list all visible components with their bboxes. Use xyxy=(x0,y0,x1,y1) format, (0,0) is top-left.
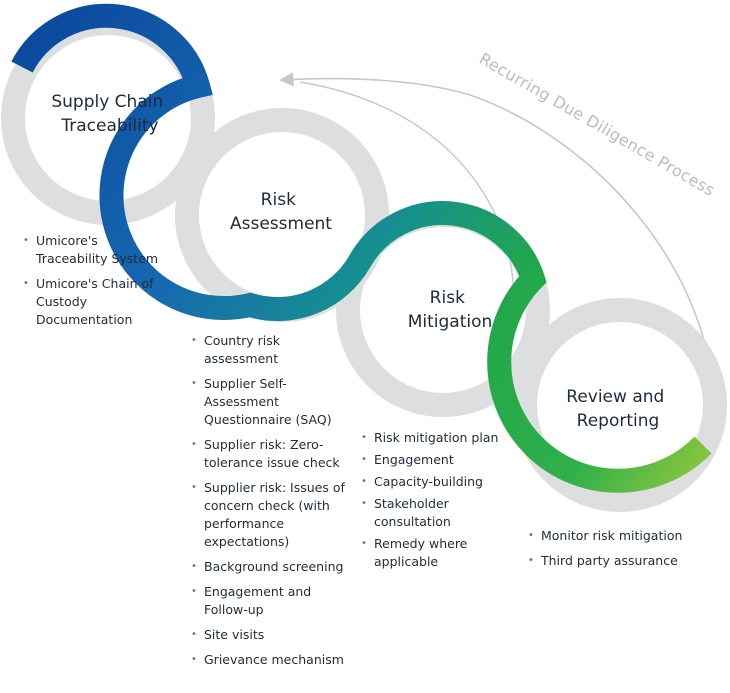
stage-title-traceability: Supply Chain Traceability xyxy=(51,92,168,136)
stage-title-mitigation: Risk Mitigation xyxy=(408,288,493,332)
bullet-item: Engagement and Follow-up xyxy=(191,583,351,619)
bullet-item: Capacity-building xyxy=(361,473,511,491)
stage-title-line: Reporting xyxy=(577,411,660,431)
bullet-item: Supplier risk: Zero-tolerance issue chec… xyxy=(191,436,351,472)
assessment-bullet-list: Country risk assessmentSupplier Self-Ass… xyxy=(191,332,351,676)
bullet-item: Background screening xyxy=(191,558,351,576)
bullet-item: Supplier risk: Issues of concern check (… xyxy=(191,479,351,551)
recurring-process-label: Recurring Due Diligence Process xyxy=(476,49,718,200)
bullet-item: Supplier Self-Assessment Questionnaire (… xyxy=(191,375,351,429)
stage-title-line: Mitigation xyxy=(408,312,493,332)
bullet-item: Stakeholder consultation xyxy=(361,495,511,531)
bullet-item: Remedy where applicable xyxy=(361,535,511,571)
stage-title-review: Review and Reporting xyxy=(566,387,669,431)
review-bullet-list: Monitor risk mitigationThird party assur… xyxy=(528,527,688,577)
bullet-item: Engagement xyxy=(361,451,511,469)
bullet-item: Grievance mechanism xyxy=(191,651,351,669)
stage-title-line: Supply Chain xyxy=(51,92,163,112)
process-snake xyxy=(11,3,712,493)
bullet-item: Risk mitigation plan xyxy=(361,429,511,447)
bullet-item: Umicore's Chain of Custody Documentation xyxy=(23,275,173,329)
traceability-bullet-list: Umicore's Traceability SystemUmicore's C… xyxy=(23,232,173,336)
stage-title-line: Review and xyxy=(566,387,664,407)
stage-title-assessment: Risk Assessment xyxy=(230,190,332,234)
mitigation-bullet-list: Risk mitigation planEngagementCapacity-b… xyxy=(361,429,511,575)
stage-title-line: Assessment xyxy=(230,214,332,234)
stage-title-line: Risk xyxy=(261,190,296,210)
bullet-item: Third party assurance xyxy=(528,552,688,570)
bullet-item: Site visits xyxy=(191,626,351,644)
ring-review xyxy=(513,298,727,512)
bullet-item: Monitor risk mitigation xyxy=(528,527,688,545)
recurring-arrow xyxy=(279,72,714,421)
bullet-item: Country risk assessment xyxy=(191,332,351,368)
stage-title-line: Risk xyxy=(430,288,465,308)
stage-title-line: Traceability xyxy=(60,116,158,136)
bullet-item: Umicore's Traceability System xyxy=(23,232,173,268)
